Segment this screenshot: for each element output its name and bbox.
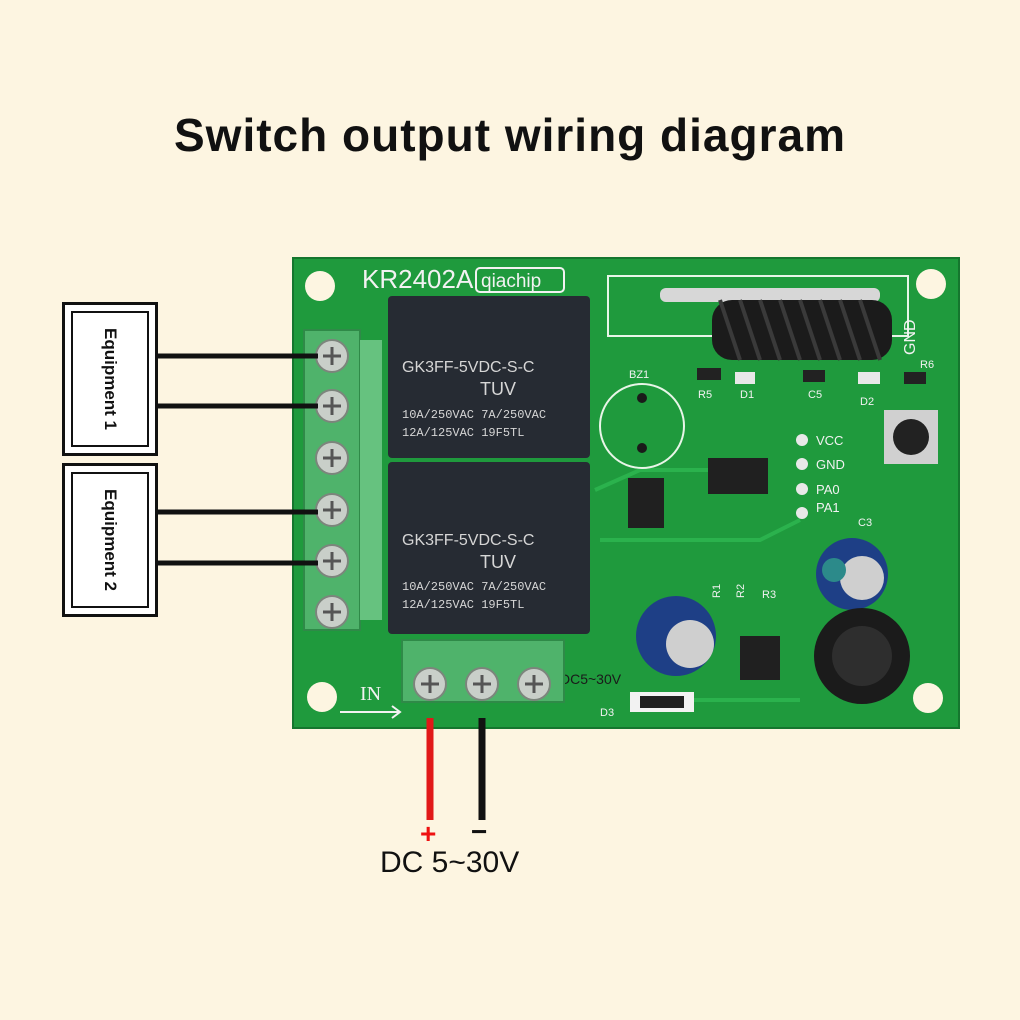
mounting-hole xyxy=(307,682,337,712)
label-r2: R2 xyxy=(735,584,747,598)
relay-2-cert: TUV xyxy=(480,552,516,572)
in-label: IN xyxy=(360,683,381,705)
ic-chip-2 xyxy=(628,478,664,528)
pin-label-pa1: PA1 xyxy=(816,500,840,515)
output-wires xyxy=(158,353,318,566)
relay-1: GK3FF-5VDC-S-C TUV 10A/250VAC 7A/250VAC … xyxy=(388,296,590,458)
output-terminal-block xyxy=(303,329,382,631)
label-r6: R6 xyxy=(920,359,934,371)
supply-voltage-label: DC 5~30V xyxy=(380,846,520,879)
label-d2: D2 xyxy=(860,396,874,408)
label-r5: R5 xyxy=(698,389,712,401)
capacitor-2 xyxy=(636,596,716,676)
antenna-wire xyxy=(660,288,880,302)
equipment-1-box: Equipment 1 xyxy=(62,302,158,456)
board-brand-label: qiachip xyxy=(481,271,541,292)
relay-2-model: GK3FF-5VDC-S-C xyxy=(402,532,534,549)
smd-components: R5 D1 C5 D2 R6 xyxy=(697,359,934,408)
antenna-coil xyxy=(712,299,892,361)
ic-chip-3 xyxy=(740,636,780,680)
label-c5: C5 xyxy=(808,389,822,401)
terminal-screws xyxy=(315,339,551,701)
relay-2-rating-2: 12A/125VAC 19F5TL xyxy=(402,598,524,612)
pin-label-pa0: PA0 xyxy=(816,482,840,497)
relay-1-cert: TUV xyxy=(480,379,516,399)
push-button xyxy=(884,410,938,464)
dc-range-label: DC5~30V xyxy=(560,671,622,687)
buzzer: BZ1 xyxy=(599,369,685,469)
in-arrow xyxy=(340,705,402,719)
inductor xyxy=(814,608,910,704)
label-c3: C3 xyxy=(858,517,872,529)
mounting-hole xyxy=(916,269,946,299)
relay-2-rating-1: 10A/250VAC 7A/250VAC xyxy=(402,580,546,594)
pin-header: VCC GND PA0 PA1 xyxy=(796,433,845,519)
relay-2: GK3FF-5VDC-S-C TUV 10A/250VAC 7A/250VAC … xyxy=(388,462,590,634)
mounting-hole xyxy=(305,271,335,301)
pin-label-gnd: GND xyxy=(816,457,845,472)
pin-label-vcc: VCC xyxy=(816,433,843,448)
positive-sign: + xyxy=(420,818,437,849)
capacitor-1 xyxy=(816,538,888,610)
gnd-antenna-label: GND xyxy=(902,319,919,355)
equipment-2-box: Equipment 2 xyxy=(62,463,158,617)
relay-1-rating-1: 10A/250VAC 7A/250VAC xyxy=(402,408,546,422)
equipment-2-label: Equipment 2 xyxy=(101,488,120,592)
relay-1-model: GK3FF-5VDC-S-C xyxy=(402,359,534,376)
label-r3: R3 xyxy=(762,589,776,601)
equipment-1-label: Equipment 1 xyxy=(101,327,120,431)
mounting-hole xyxy=(913,683,943,713)
negative-sign: − xyxy=(471,816,488,847)
ic-chip-1 xyxy=(708,458,768,494)
label-d1: D1 xyxy=(740,389,754,401)
board-model-label: KR2402A xyxy=(362,264,474,294)
page-title: Switch output wiring diagram xyxy=(174,109,846,161)
label-d3: D3 xyxy=(600,707,614,719)
relay-1-rating-2: 12A/125VAC 19F5TL xyxy=(402,426,524,440)
label-r1: R1 xyxy=(711,584,723,598)
buzzer-label: BZ1 xyxy=(629,369,649,381)
